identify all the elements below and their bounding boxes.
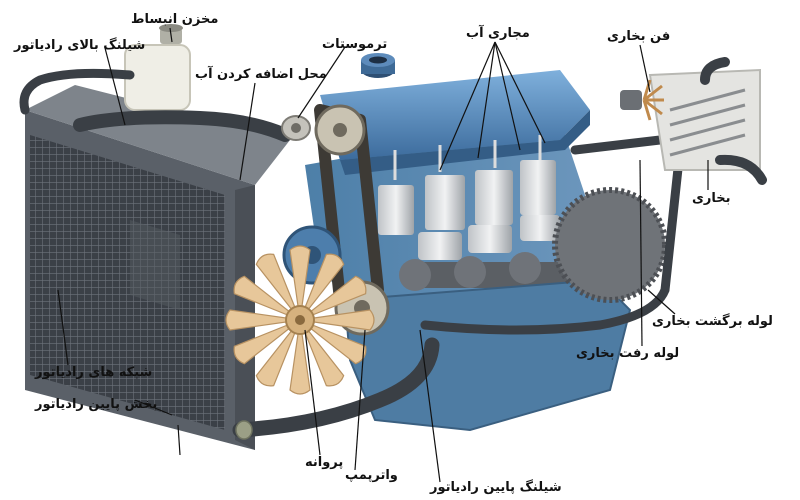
label-heater-supply-pipe: لوله رفت بخاری xyxy=(576,346,680,361)
heater-return-pipe xyxy=(570,135,665,155)
heater-unit xyxy=(648,57,767,185)
heater-fan xyxy=(620,79,664,121)
label-water-passages: مجاری آب xyxy=(466,26,530,41)
flywheel xyxy=(552,187,668,303)
expansion-tank xyxy=(124,24,191,111)
label-radiator-core: شبکه های رادیاتور xyxy=(35,365,153,380)
label-water-pump: واترپمپ xyxy=(345,468,398,483)
label-heater-return-pipe: لوله برگشت بخاری xyxy=(652,314,773,329)
upper-radiator-hose xyxy=(73,110,292,142)
leader-lines xyxy=(57,27,709,483)
label-expansion-tank: مخزن انبساط xyxy=(131,12,219,27)
label-thermostat: ترموستات xyxy=(322,37,388,52)
label-fan: پروانه xyxy=(305,455,344,470)
label-water-filler: محل اضافه کردن آب xyxy=(195,67,327,82)
radiator xyxy=(25,85,290,450)
label-heater-fan: فن بخاری xyxy=(607,29,671,44)
thermostat-housing xyxy=(281,115,311,141)
label-radiator-lower-section: بخش پایین رادیاتور xyxy=(35,397,158,412)
label-upper-radiator-hose: شیلنگ بالای رادیاتور xyxy=(14,38,146,53)
overflow-hose xyxy=(19,68,135,115)
engine-block xyxy=(305,53,600,300)
label-heater: بخاری xyxy=(692,191,731,206)
label-lower-radiator-hose: شیلنگ پایین رادیاتور xyxy=(430,480,562,495)
radiator-fan xyxy=(225,245,375,395)
